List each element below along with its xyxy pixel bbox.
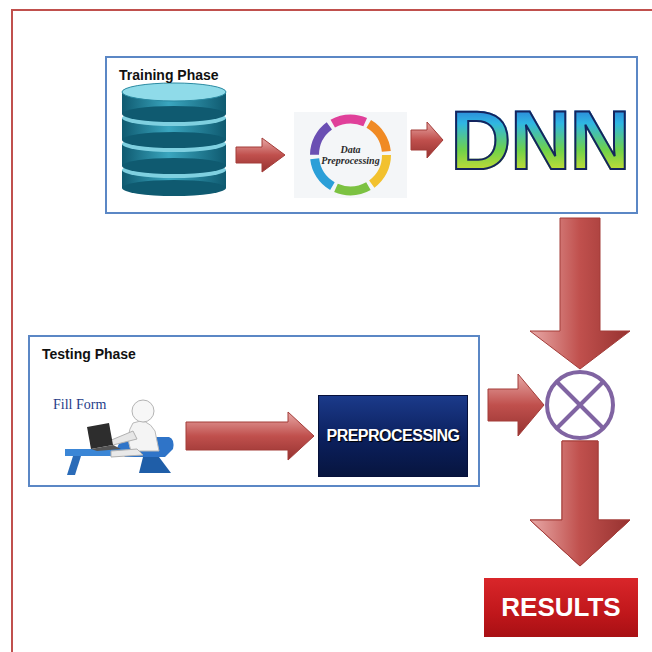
flow-arrow bbox=[530, 218, 630, 566]
block-arrow bbox=[530, 441, 630, 566]
preprocessing-cycle: Data Preprocessing bbox=[294, 112, 407, 198]
flow-arrow bbox=[411, 122, 443, 158]
block-arrow bbox=[186, 412, 314, 460]
block-arrow bbox=[488, 374, 544, 436]
form-illustration: Fill Form bbox=[47, 387, 182, 477]
block-arrow bbox=[411, 122, 443, 158]
outer-frame bbox=[12, 10, 652, 652]
block-arrow bbox=[530, 441, 630, 566]
preprocessing-box: PREPROCESSING bbox=[318, 395, 468, 477]
combine-symbol bbox=[547, 372, 613, 438]
node-label: Data Preprocessing bbox=[321, 144, 381, 167]
flow-arrow bbox=[488, 374, 630, 566]
node-label: RESULTS bbox=[501, 592, 620, 623]
phase-box: Testing PhaseFill FormPREPROCESSING bbox=[28, 335, 480, 487]
node-label: Training Phase bbox=[119, 67, 219, 83]
results-box: RESULTS bbox=[484, 578, 638, 637]
block-arrow bbox=[236, 138, 285, 172]
block-arrow bbox=[530, 218, 630, 369]
node-label: Testing Phase bbox=[42, 346, 136, 362]
node-label: PREPROCESSING bbox=[326, 427, 459, 445]
node-label: DNN bbox=[451, 98, 630, 182]
flow-arrow bbox=[186, 412, 314, 460]
database-icon bbox=[122, 83, 226, 196]
phase-box: Training PhaseData Preprocessing DNN bbox=[105, 56, 638, 214]
model-label: DNN bbox=[447, 88, 633, 192]
node-label: Fill Form bbox=[53, 397, 106, 413]
